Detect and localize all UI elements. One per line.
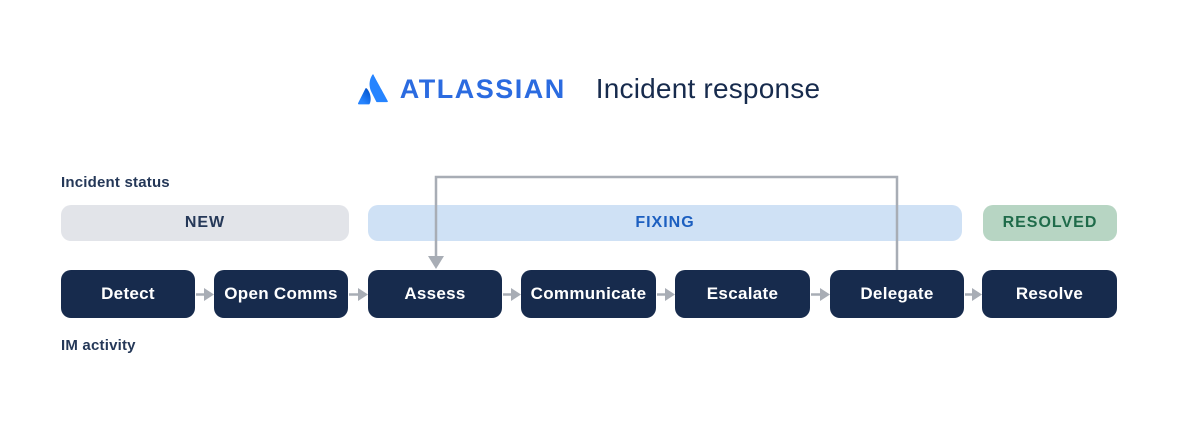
step-box-assess: Assess (368, 270, 502, 318)
arrow-opencomms-to-assess (349, 288, 368, 301)
atlassian-logo-icon (357, 73, 388, 106)
header: ATLASSIAN Incident response (0, 71, 1178, 107)
arrow-delegate-to-resolve (965, 288, 982, 301)
status-bar-fixing: FIXING (368, 205, 962, 241)
incident-status-label: Incident status (61, 174, 170, 191)
brand-wordmark: ATLASSIAN (399, 73, 566, 104)
step-box-open-comms: Open Comms (214, 270, 348, 318)
status-bar-resolved: RESOLVED (983, 205, 1117, 241)
arrow-communicate-to-escalate (657, 288, 675, 301)
step-box-detect: Detect (61, 270, 195, 318)
arrow-detect-to-opencomms (196, 288, 214, 301)
step-box-delegate: Delegate (830, 270, 964, 318)
step-box-resolve: Resolve (982, 270, 1117, 318)
step-box-escalate: Escalate (675, 270, 810, 318)
status-bar-new: NEW (61, 205, 349, 241)
arrow-assess-to-communicate (503, 288, 521, 301)
page-title: Incident response (595, 73, 821, 104)
step-box-communicate: Communicate (521, 270, 656, 318)
arrow-escalate-to-delegate (811, 288, 830, 301)
im-activity-label: IM activity (61, 337, 136, 354)
